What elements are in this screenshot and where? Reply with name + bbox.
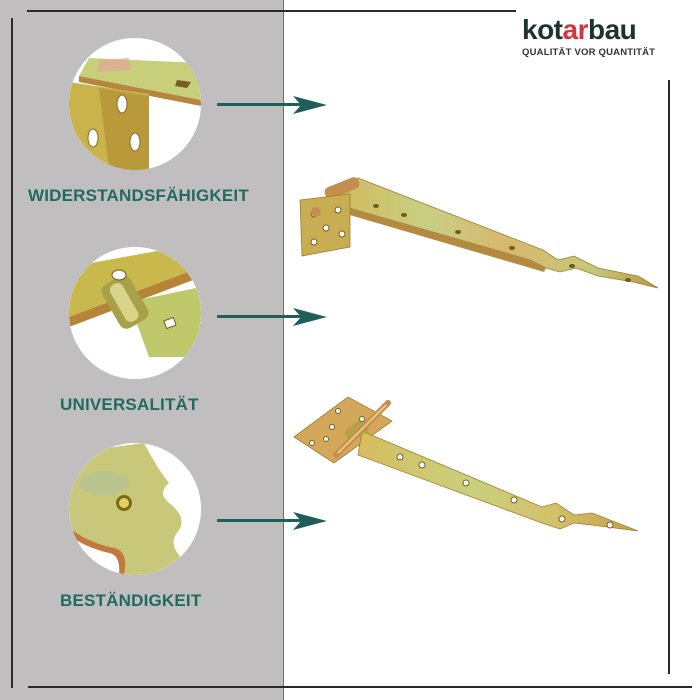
brand-name-accent: ar: [562, 14, 589, 45]
brand-name-part1: kot: [522, 14, 563, 45]
t-strap-hinge-image: [292, 397, 648, 537]
arrow-right-icon: [217, 307, 329, 327]
brand-name-part2: bau: [587, 14, 637, 45]
angled-strap-hinge-image: [298, 172, 663, 294]
frame-line-right: [668, 80, 670, 674]
hinge-corner-closeup-icon: [69, 38, 201, 170]
feature-label-bestaendigkeit: BESTÄNDIGKEIT: [60, 591, 202, 610]
arrow-right-icon: [217, 511, 329, 531]
feature-label-widerstandsfaehigkeit: WIDERSTANDSFÄHIGKEIT: [28, 186, 249, 205]
hinge-tip-closeup-icon: [69, 443, 201, 575]
frame-line-left: [11, 18, 13, 688]
frame-line-bottom: [28, 686, 692, 688]
brand-logo: kotarbau QUALITÄT VOR QUANTITÄT: [522, 14, 692, 58]
hinge-knuckle-closeup-icon: [69, 247, 201, 379]
frame-line-top: [27, 10, 516, 12]
brand-tagline: QUALITÄT VOR QUANTITÄT: [522, 47, 656, 58]
panel-divider: [283, 0, 284, 700]
arrow-right-icon: [217, 95, 329, 115]
feature-label-universalitaet: UNIVERSALITÄT: [60, 395, 199, 414]
brand-wordmark: kotarbau: [522, 14, 692, 46]
